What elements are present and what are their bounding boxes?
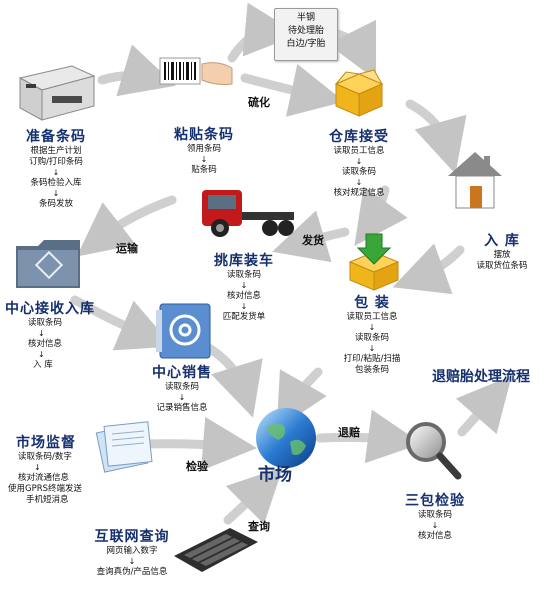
node-title: 入 库: [484, 233, 520, 249]
node-attach-barcode: 粘贴条码 领用条码 ↓ 贴条码: [166, 124, 242, 176]
folder-icon: [16, 240, 80, 288]
node-title: 挑库装车: [214, 253, 274, 269]
node-warehouse-receive: 仓库接受 读取员工信息 ↓ 读取条码 ↓ 核对规定信息: [316, 126, 402, 199]
truck-icon: [202, 190, 294, 237]
down-arrow-icon: ↓: [128, 557, 136, 566]
node-title: 互联网查询: [94, 529, 170, 545]
step: 读取员工信息: [346, 312, 398, 322]
step: 领用条码: [186, 144, 221, 154]
node-center-sales: 中心销售 读取条码 ↓ 记录销售信息: [140, 362, 224, 414]
edge-label-return: 退赔: [338, 426, 360, 439]
down-arrow-icon: ↓: [240, 281, 248, 290]
node-internet-query: 互联网查询 网页输入数字 ↓ 查询真伪/产品信息: [84, 526, 180, 578]
down-arrow-icon: ↓: [368, 323, 376, 332]
step: 手机短消息: [26, 495, 69, 505]
node-title: 三包检验: [405, 493, 465, 509]
node-packaging: 包 装 读取员工信息 ↓ 读取条码 ↓ 打印/粘贴/扫描 包装条码: [326, 292, 418, 376]
step: 读取条码: [28, 318, 63, 328]
node-title: 市场监督: [16, 435, 76, 451]
step: 查询真伪/产品信息: [96, 567, 168, 577]
down-arrow-icon: ↓: [355, 178, 363, 187]
down-arrow-icon: ↓: [52, 189, 60, 198]
step: 打印/粘贴/扫描: [343, 354, 401, 364]
node-pick-load: 挑库装车 读取条码 ↓ 核对信息 ↓ 匹配发货单: [206, 250, 282, 323]
step: 入 库: [33, 360, 53, 370]
step: 读取货位条码: [476, 261, 528, 271]
edge-label-inspect: 检验: [186, 460, 208, 473]
node-three-guarantee: 三包检验 读取条码 ↓ 核对信息: [394, 490, 476, 542]
documents-icon: [95, 421, 153, 473]
node-prepare-barcode: 准备条码 根据生产计划 订购/打印条码 ↓ 条码检验入库 ↓ 条码发放: [8, 126, 104, 210]
step: 读取条码: [341, 167, 376, 177]
step: 读取条码: [226, 270, 261, 280]
step: 核对流通信息: [18, 473, 70, 483]
semi-steel-line-2: 待处理胎: [287, 26, 324, 36]
step: 读取条码: [164, 382, 199, 392]
down-arrow-icon: ↓: [178, 393, 186, 402]
step: 贴条码: [191, 165, 217, 175]
step: 使用GPRS终端发送: [8, 484, 83, 494]
step: 条码检验入库: [30, 178, 82, 188]
market-title: 市场: [258, 465, 292, 485]
down-arrow-icon: ↓: [200, 155, 208, 164]
node-storage: 入 库 摆放 读取货位条码: [462, 230, 542, 272]
edge-label-ship: 发货: [302, 234, 324, 247]
down-arrow-icon: ↓: [38, 329, 45, 338]
packaging-box-icon: [348, 233, 400, 291]
step: 核对信息: [28, 339, 63, 349]
globe-icon: [256, 408, 316, 468]
down-arrow-icon: ↓: [34, 463, 41, 472]
step: 记录销售信息: [156, 403, 208, 413]
down-arrow-icon: ↓: [38, 350, 45, 359]
node-title: 中心接收入库: [5, 301, 95, 317]
node-title: 仓库接受: [329, 129, 389, 145]
step: 核对规定信息: [333, 188, 385, 198]
node-title: 准备条码: [26, 129, 86, 145]
step: 根据生产计划: [30, 146, 82, 156]
down-arrow-icon: ↓: [355, 157, 363, 166]
house-icon: [448, 152, 502, 209]
step: 读取员工信息: [333, 146, 385, 156]
magnifier-icon: [406, 422, 462, 480]
step: 条码发放: [38, 199, 73, 209]
step: 读取条码: [417, 510, 452, 520]
semi-steel-line-3: 白边/字胎: [286, 39, 326, 49]
step: 读取条码/数字: [18, 452, 72, 462]
down-arrow-icon: ↓: [368, 344, 376, 353]
edge-label-transport: 运输: [116, 242, 138, 255]
address-book-icon: [156, 303, 211, 359]
node-title: 包 装: [354, 295, 390, 311]
barcode-hand-icon: [159, 57, 233, 85]
step: 核对信息: [417, 531, 452, 541]
edge-label-vulcanize: 硫化: [248, 96, 270, 109]
down-arrow-icon: ↓: [240, 302, 248, 311]
step: 订购/打印条码: [29, 157, 83, 167]
down-arrow-icon: ↓: [52, 168, 60, 177]
edge-label-query: 查询: [248, 520, 270, 533]
node-title: 中心销售: [152, 365, 212, 381]
step: 核对信息: [226, 291, 261, 301]
return-flow-title: 退赔胎处理流程: [432, 369, 530, 385]
step: 包装条码: [354, 365, 389, 375]
barcode-printer-icon: [18, 65, 96, 121]
semi-steel-box: 半钢 待处理胎 白边/字胎: [274, 8, 338, 61]
semi-steel-line-1: 半钢: [296, 13, 315, 23]
step: 摆放: [493, 250, 511, 260]
node-title: 粘贴条码: [174, 127, 234, 143]
down-arrow-icon: ↓: [431, 521, 439, 530]
keyboard-icon: [174, 528, 258, 572]
node-market-supervision: 市场监督 读取条码/数字 ↓ 核对流通信息 使用GPRS终端发送 手机短消息: [4, 432, 100, 506]
step: 读取条码: [354, 333, 389, 343]
node-center-in: 中心接收入库 读取条码 ↓ 核对信息 ↓ 入 库: [0, 298, 100, 371]
step: 网页输入数字: [106, 546, 158, 556]
step: 匹配发货单: [222, 312, 266, 322]
warehouse-box-icon: [334, 69, 384, 117]
